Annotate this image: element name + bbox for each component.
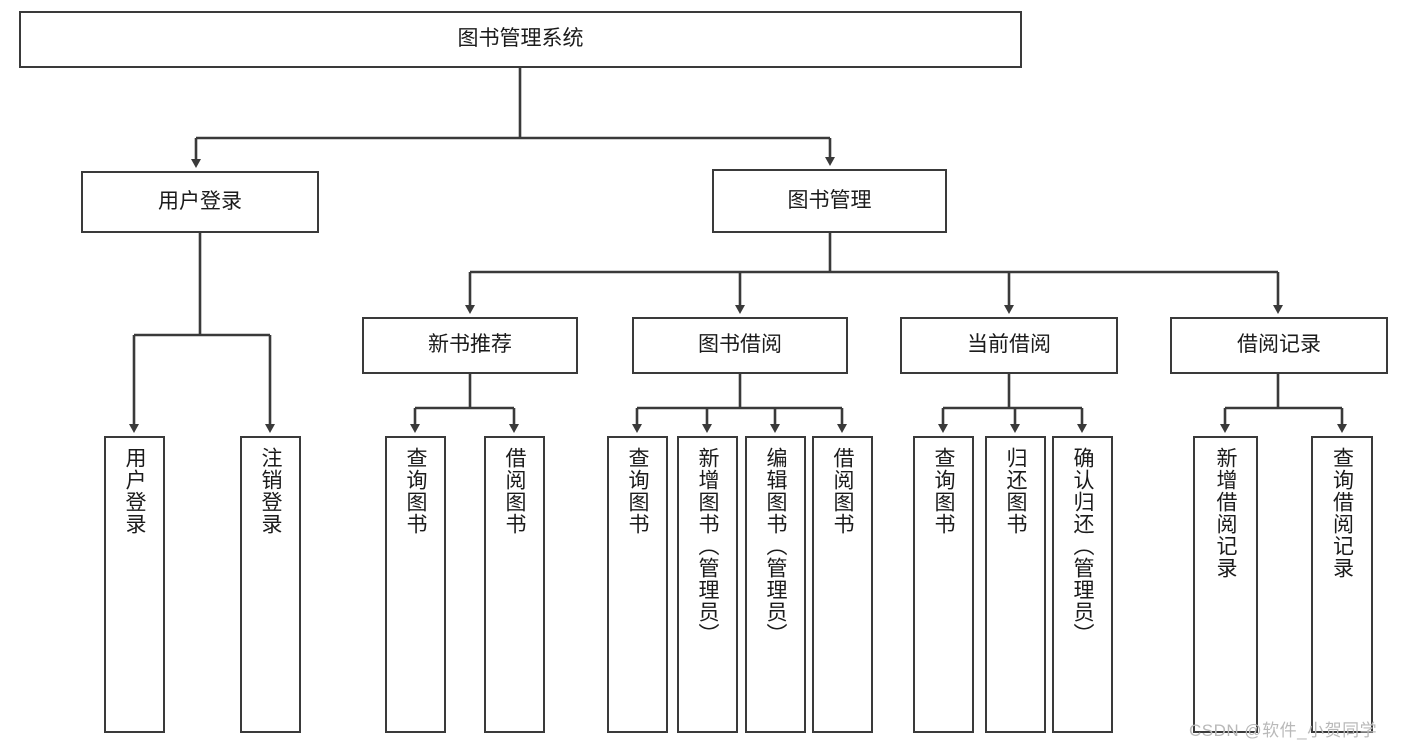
node-label: 用户登录 — [123, 447, 146, 535]
leaf-current-query-book[interactable]: 查询图书 — [913, 436, 974, 733]
node-borrow-records[interactable]: 借阅记录 — [1170, 317, 1388, 374]
leaf-current-confirm-return-admin[interactable]: 确认归还（管理员） — [1052, 436, 1113, 733]
node-book-borrow[interactable]: 图书借阅 — [632, 317, 848, 374]
node-book-management[interactable]: 图书管理 — [712, 169, 947, 233]
leaf-user-login-signin[interactable]: 用户登录 — [104, 436, 165, 733]
node-label: 借阅图书 — [831, 447, 854, 535]
node-label: 借阅图书 — [503, 447, 526, 535]
node-label: 确认归还（管理员） — [1071, 447, 1094, 645]
leaf-records-query-record[interactable]: 查询借阅记录 — [1311, 436, 1373, 733]
node-new-book-recommend[interactable]: 新书推荐 — [362, 317, 578, 374]
node-label: 编辑图书（管理员） — [764, 447, 787, 645]
node-label: 归还图书 — [1004, 447, 1027, 535]
leaf-current-return-book[interactable]: 归还图书 — [985, 436, 1046, 733]
leaf-borrow-edit-book-admin[interactable]: 编辑图书（管理员） — [745, 436, 806, 733]
leaf-borrow-query-book[interactable]: 查询图书 — [607, 436, 668, 733]
node-label: 查询图书 — [932, 447, 955, 535]
node-current-borrow[interactable]: 当前借阅 — [900, 317, 1118, 374]
node-label: 查询图书 — [626, 447, 649, 535]
leaf-borrow-add-book-admin[interactable]: 新增图书（管理员） — [677, 436, 738, 733]
node-label: 注销登录 — [259, 447, 282, 535]
leaf-new-book-query[interactable]: 查询图书 — [385, 436, 446, 733]
node-label: 用户登录 — [158, 189, 242, 213]
node-label: 新书推荐 — [428, 333, 512, 357]
node-label: 新增借阅记录 — [1214, 447, 1237, 579]
node-label: 查询借阅记录 — [1330, 447, 1354, 579]
node-label: 图书借阅 — [698, 333, 782, 357]
node-label: 借阅记录 — [1237, 333, 1321, 357]
node-label: 查询图书 — [404, 447, 427, 535]
node-label: 新增图书（管理员） — [696, 447, 719, 645]
node-label: 当前借阅 — [967, 333, 1051, 357]
leaf-new-book-borrow[interactable]: 借阅图书 — [484, 436, 545, 733]
leaf-user-login-signout[interactable]: 注销登录 — [240, 436, 301, 733]
node-user-login[interactable]: 用户登录 — [81, 171, 319, 233]
node-label: 图书管理系统 — [457, 27, 584, 51]
node-label: 图书管理 — [787, 188, 872, 212]
leaf-borrow-borrow-book[interactable]: 借阅图书 — [812, 436, 873, 733]
node-root-system[interactable]: 图书管理系统 — [19, 11, 1022, 68]
leaf-records-add-record[interactable]: 新增借阅记录 — [1193, 436, 1258, 733]
